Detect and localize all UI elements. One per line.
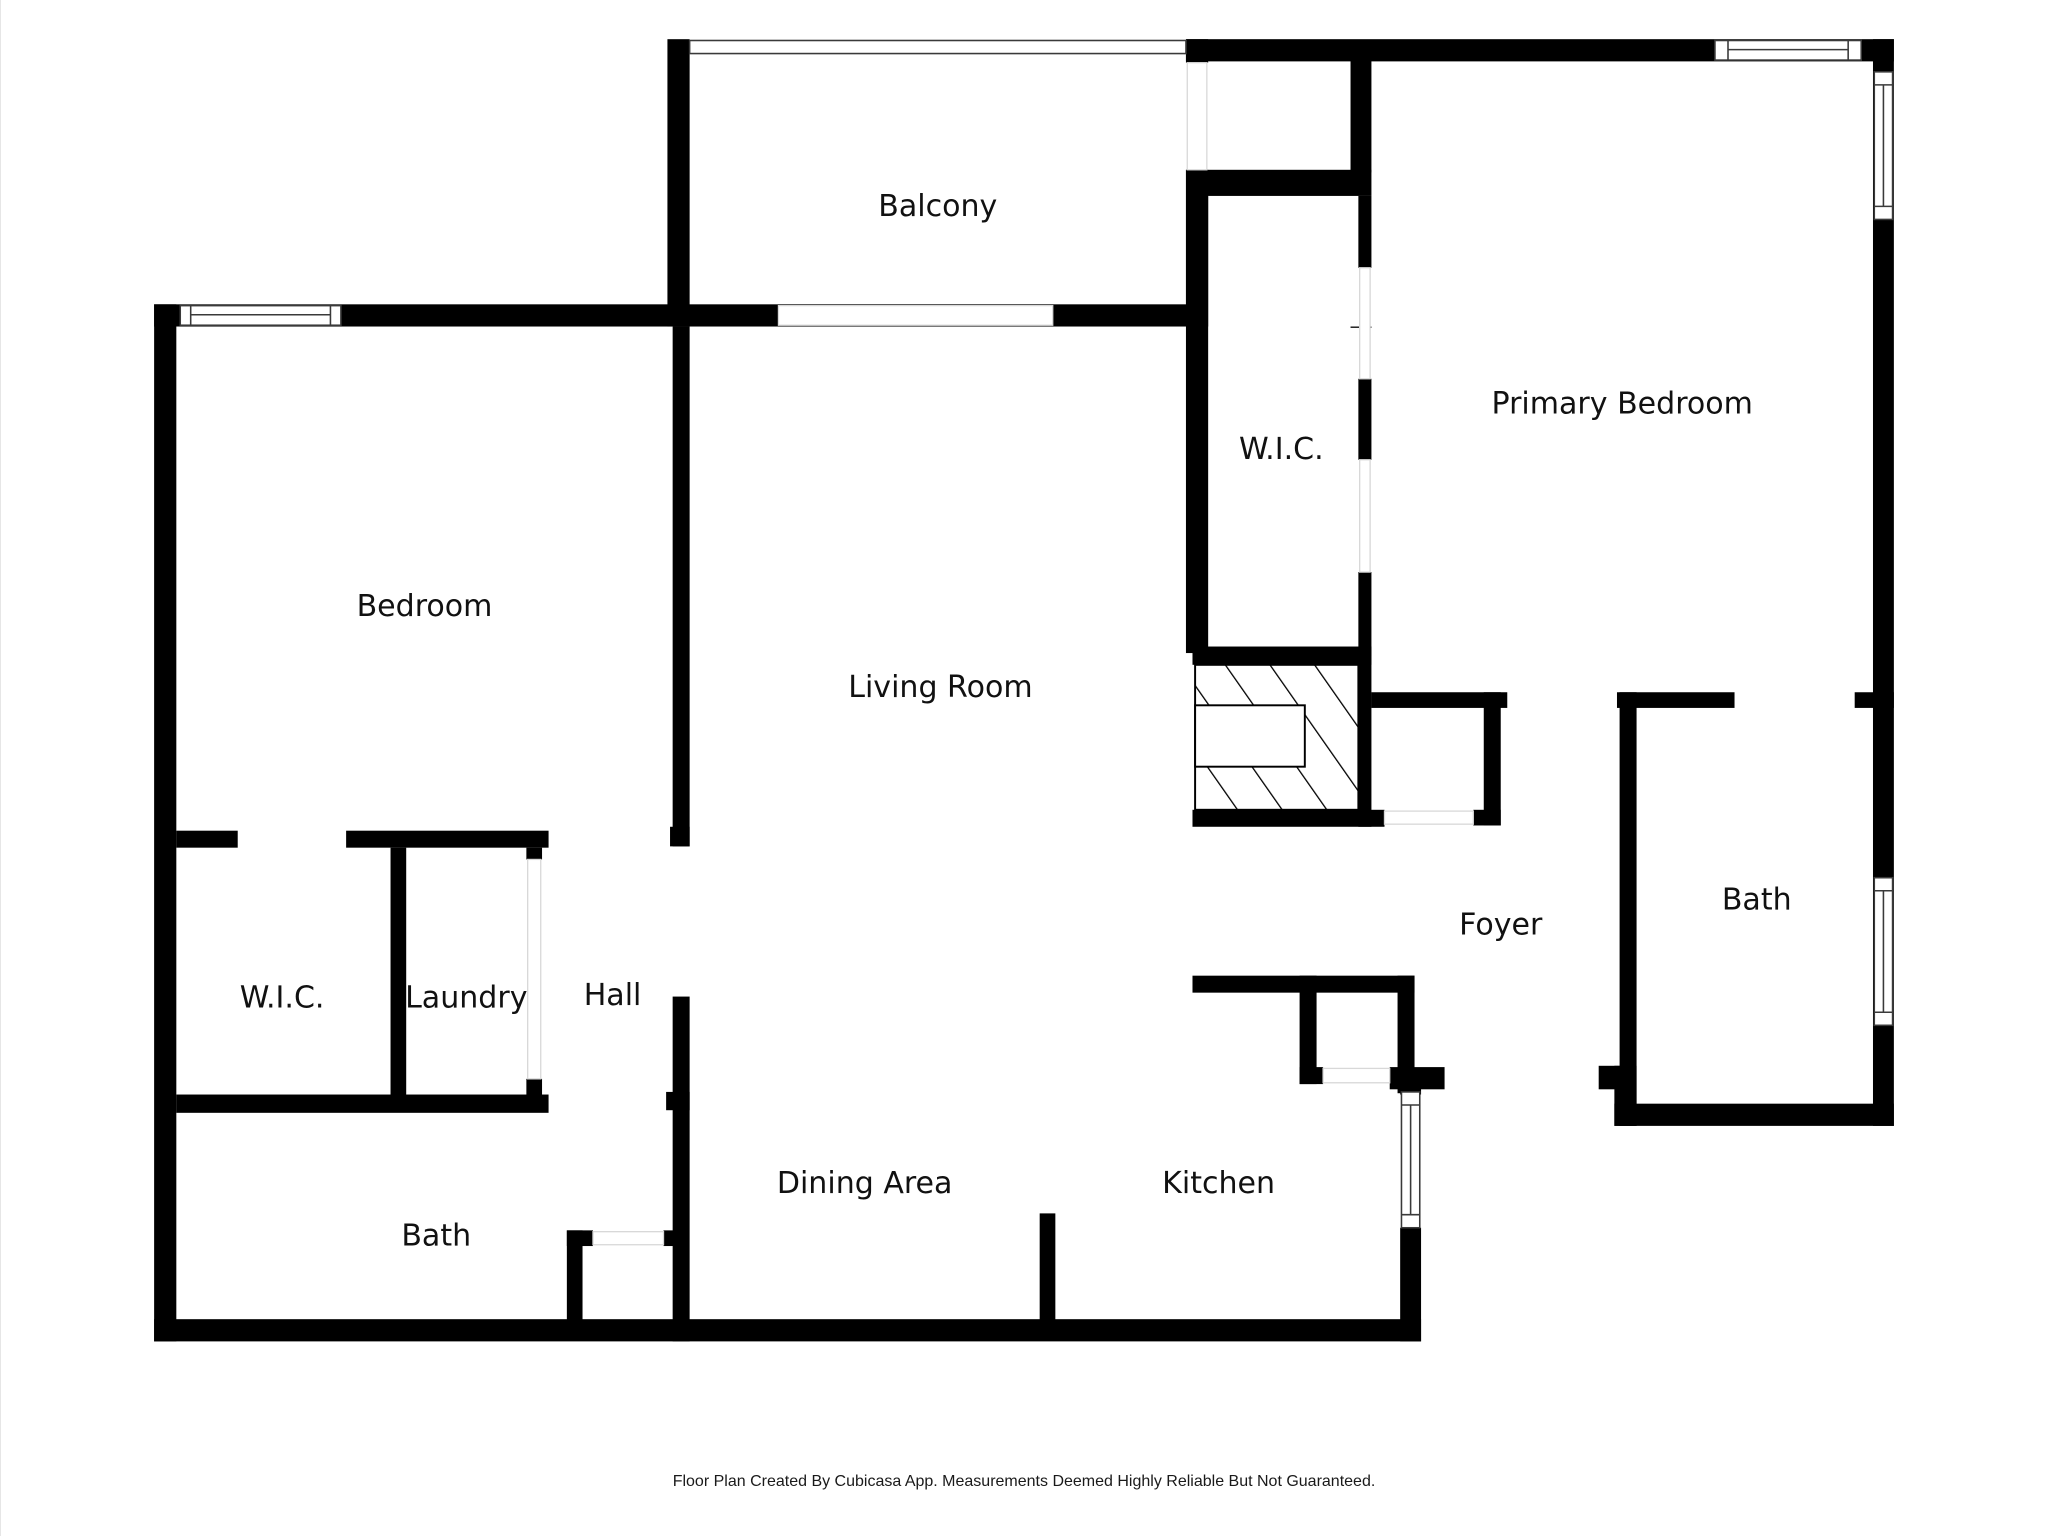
disclaimer-footer: Floor Plan Created By Cubicasa App. Meas… bbox=[672, 1473, 1376, 1490]
room-label-wic-left: W.I.C. bbox=[240, 981, 325, 1016]
walls bbox=[154, 39, 1894, 1342]
fireplace bbox=[1194, 663, 1360, 811]
room-label-hall: Hall bbox=[584, 978, 642, 1013]
room-label-balcony: Balcony bbox=[878, 189, 997, 224]
room-label-dining-area: Dining Area bbox=[777, 1166, 953, 1201]
room-label-bath-left: Bath bbox=[401, 1218, 471, 1253]
room-label-laundry: Laundry bbox=[405, 981, 527, 1016]
room-label-living-room: Living Room bbox=[848, 670, 1032, 705]
room-label-bath-right: Bath bbox=[1722, 883, 1792, 918]
room-label-primary-bedroom: Primary Bedroom bbox=[1491, 386, 1752, 421]
room-labels: Balcony Bedroom Living Room W.I.C. Prima… bbox=[240, 189, 1792, 1253]
page-edge bbox=[0, 0, 1, 1536]
room-label-kitchen: Kitchen bbox=[1162, 1166, 1275, 1201]
room-label-bedroom: Bedroom bbox=[357, 589, 493, 624]
room-label-foyer: Foyer bbox=[1459, 908, 1543, 943]
room-label-wic-primary: W.I.C. bbox=[1239, 432, 1324, 467]
windows-and-openings bbox=[179, 39, 1894, 1246]
